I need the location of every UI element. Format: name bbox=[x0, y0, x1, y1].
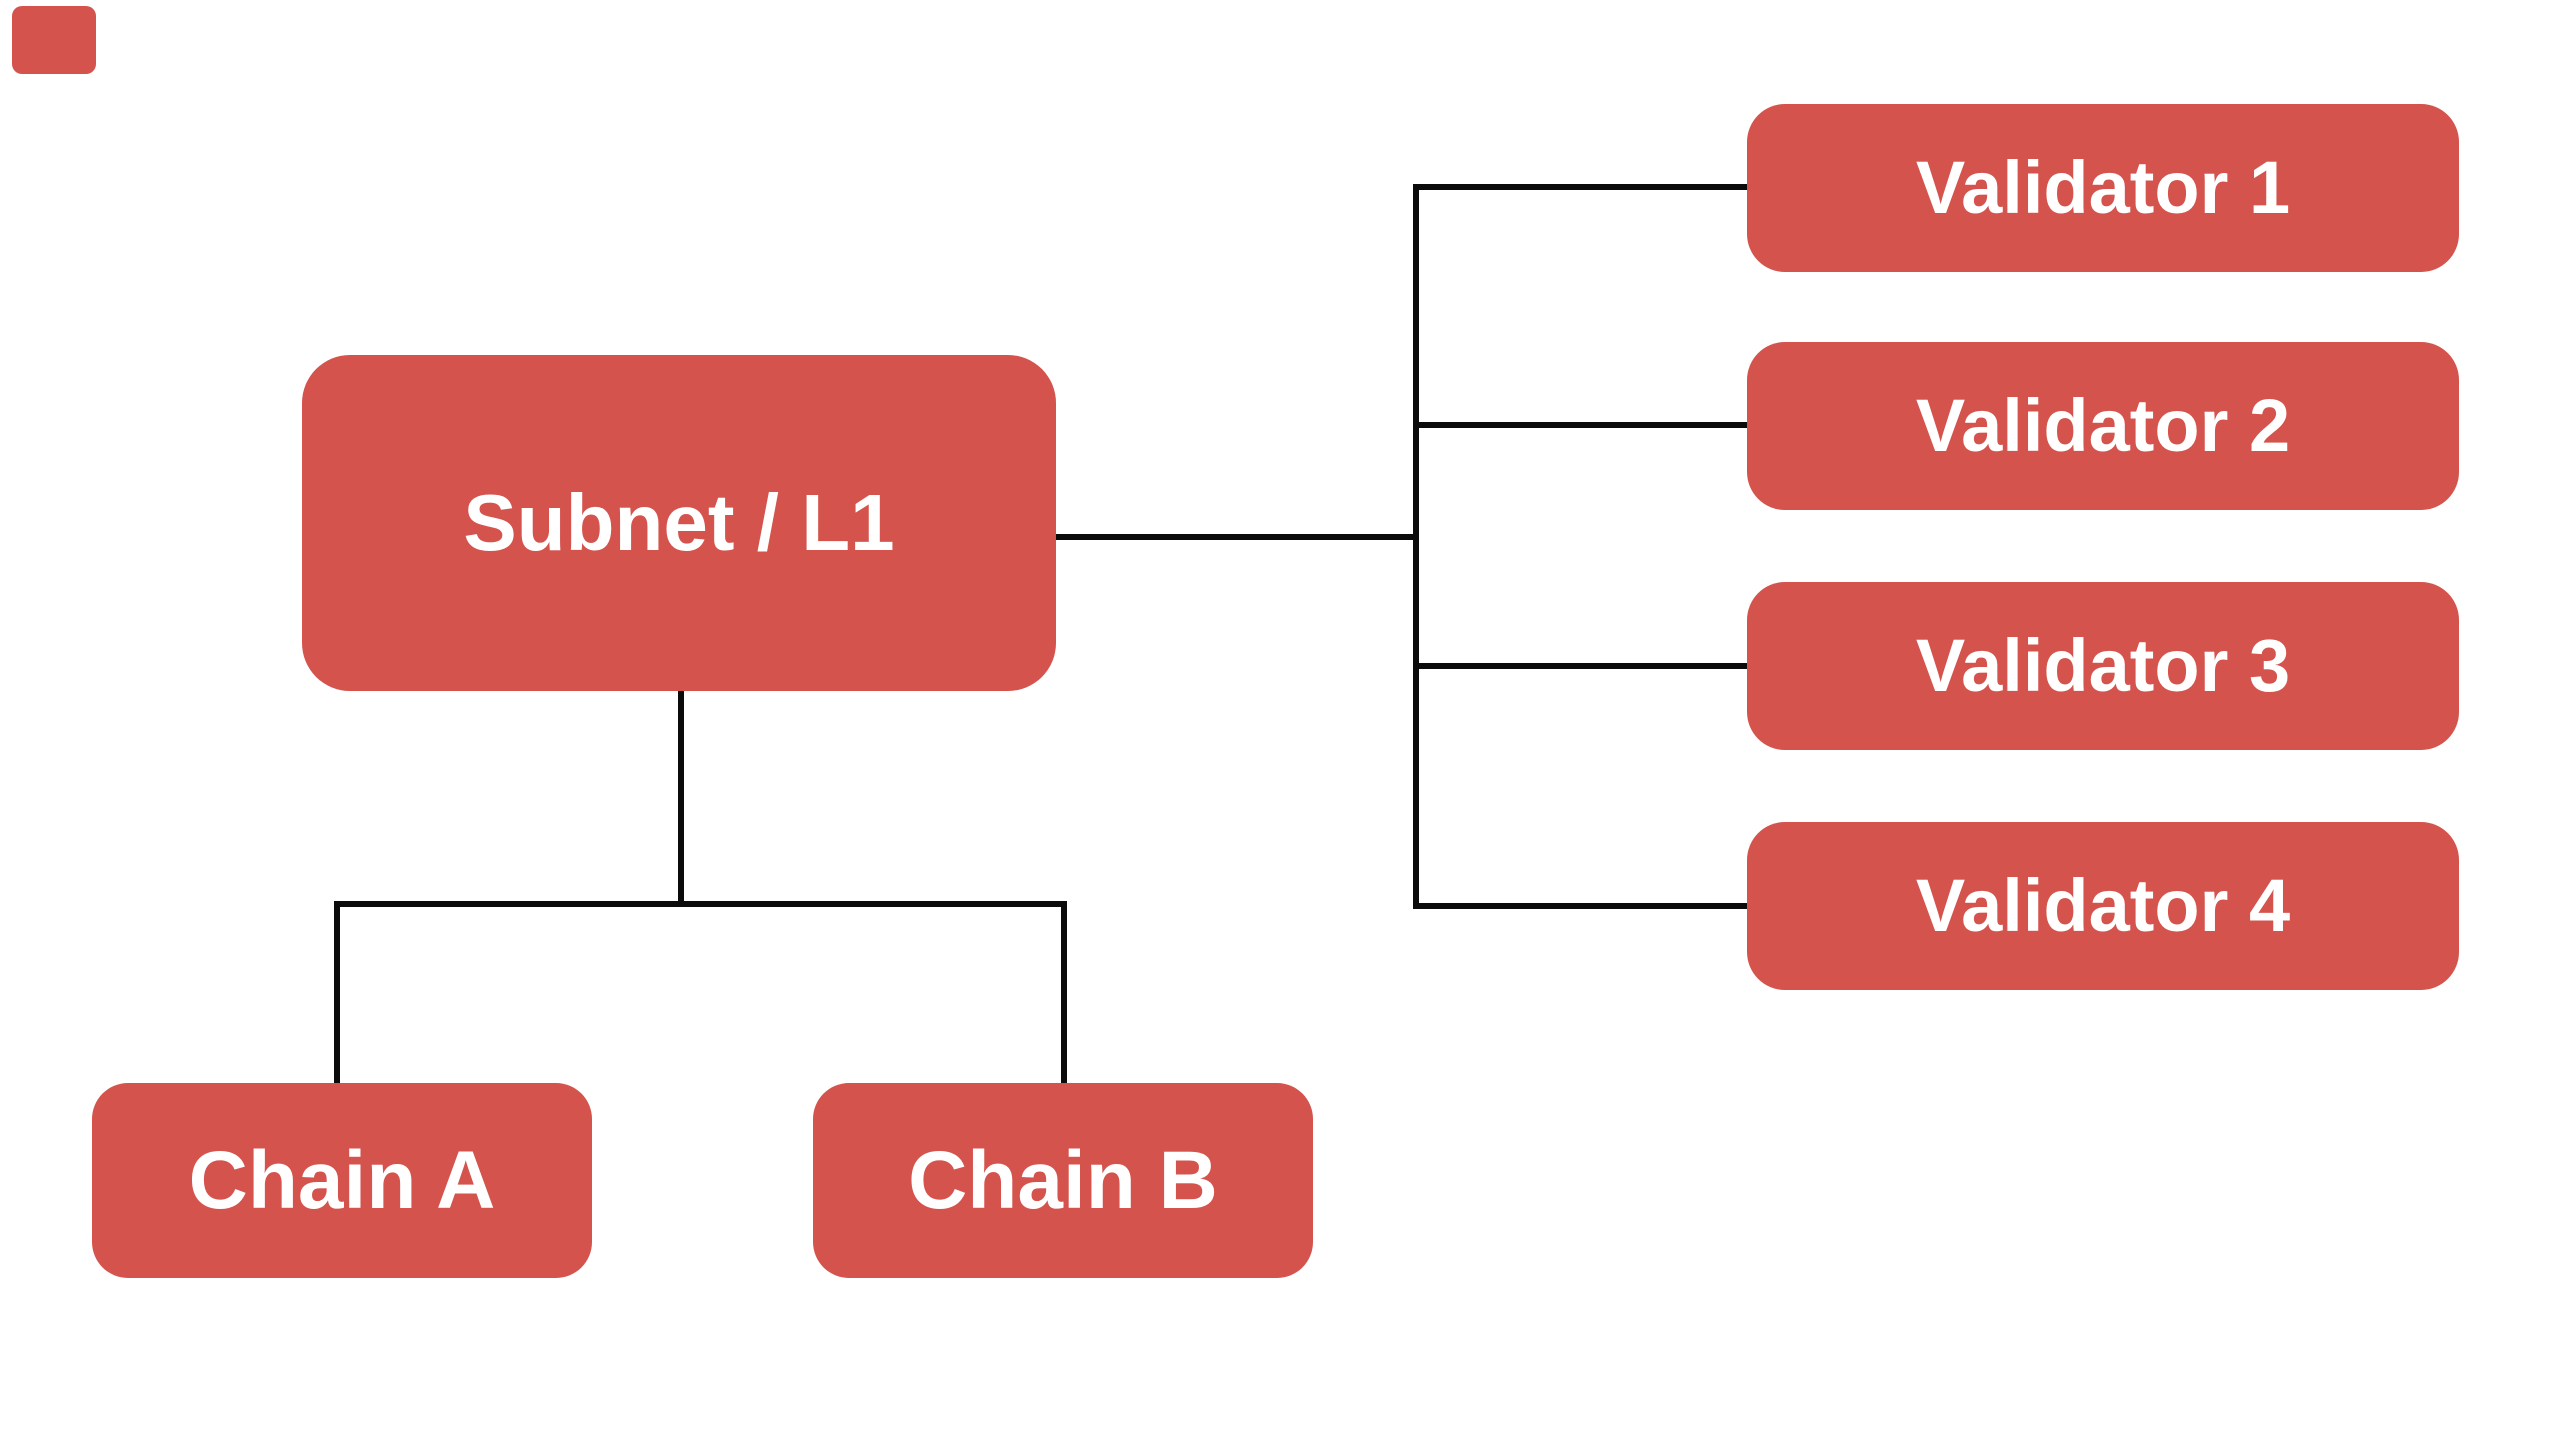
validator-4-node: Validator 4 bbox=[1747, 822, 2459, 990]
chain-b-label: Chain B bbox=[908, 1134, 1218, 1226]
chain-a-node: Chain A bbox=[92, 1083, 592, 1278]
validator-2-node: Validator 2 bbox=[1747, 342, 2459, 510]
validator-3-label: Validator 3 bbox=[1915, 624, 2291, 707]
chain-a-label: Chain A bbox=[188, 1134, 496, 1226]
connector-branch-validator-1 bbox=[1413, 184, 1747, 190]
connector-branch-validator-4 bbox=[1413, 903, 1747, 909]
connector-branch-validator-3 bbox=[1413, 663, 1747, 669]
subnet-l1-node: Subnet / L1 bbox=[302, 355, 1056, 691]
connector-drop-chain-b bbox=[1061, 901, 1067, 1083]
subnet-l1-label: Subnet / L1 bbox=[463, 478, 895, 567]
validator-1-label: Validator 1 bbox=[1915, 146, 2291, 229]
chain-b-node: Chain B bbox=[813, 1083, 1313, 1278]
connector-validator-trunk bbox=[1413, 184, 1419, 909]
corner-red-square bbox=[12, 6, 96, 74]
validator-3-node: Validator 3 bbox=[1747, 582, 2459, 750]
connector-subnet-down bbox=[678, 691, 684, 907]
connector-subnet-to-trunk bbox=[1056, 534, 1419, 540]
connector-chain-split bbox=[334, 901, 1067, 907]
validator-2-label: Validator 2 bbox=[1915, 384, 2291, 467]
connector-branch-validator-2 bbox=[1413, 422, 1747, 428]
validator-1-node: Validator 1 bbox=[1747, 104, 2459, 272]
connector-drop-chain-a bbox=[334, 901, 340, 1083]
validator-4-label: Validator 4 bbox=[1915, 864, 2291, 947]
